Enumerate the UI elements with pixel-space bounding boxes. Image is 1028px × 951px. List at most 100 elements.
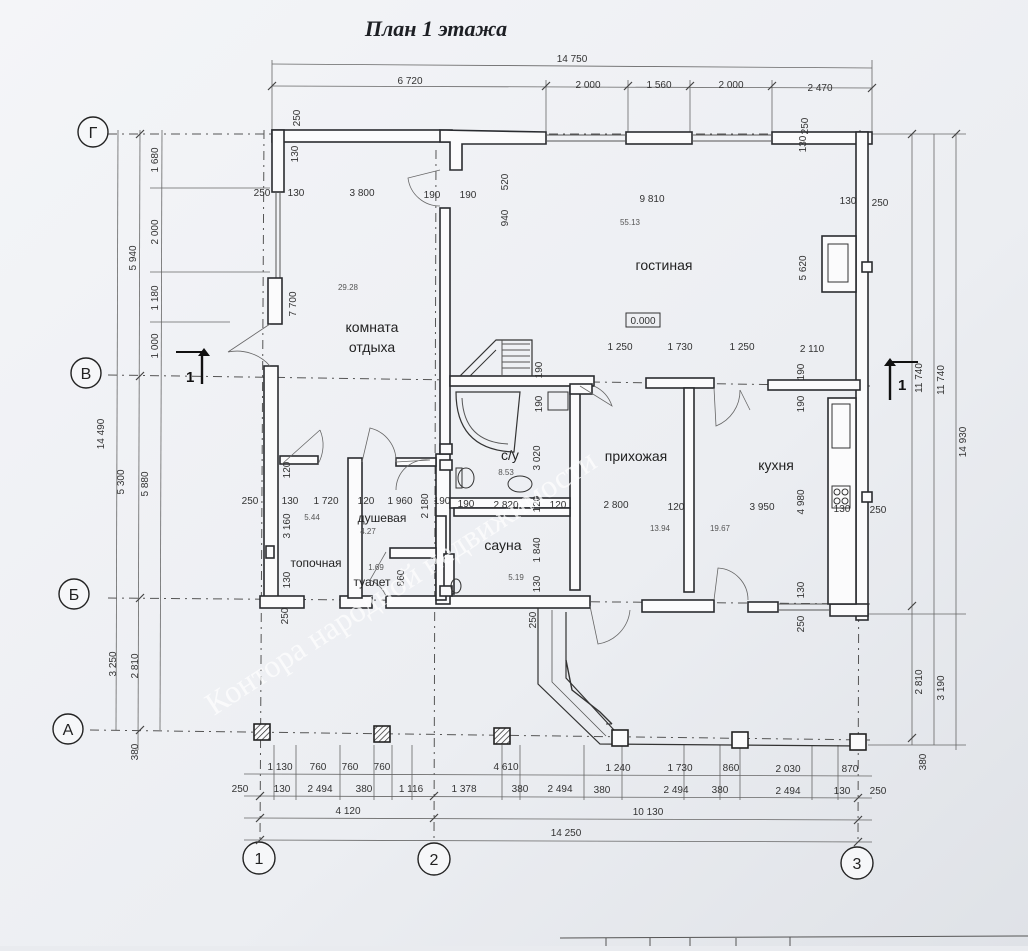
dim-int: 190 [460, 190, 477, 201]
axis-label-3: 3 [853, 856, 862, 873]
dim-left-2: 5 880 [140, 471, 151, 496]
hall-area: 13.94 [650, 524, 671, 533]
dim-int: 7 700 [288, 291, 299, 316]
dim-int: 3 160 [282, 513, 293, 538]
axis-marker-g [77, 116, 109, 148]
kitchen-name: кухня [758, 457, 794, 473]
kitchen-area: 19.67 [710, 524, 731, 533]
axis-marker-a [52, 713, 84, 745]
bath-area: 8.53 [498, 468, 514, 477]
dim-top-seg: 2 000 [575, 80, 600, 91]
axis-label-g: Г [89, 125, 98, 142]
dim-int: 190 [434, 496, 451, 507]
dim-int: 120 [282, 461, 293, 478]
dim-left-total: 14 490 [96, 418, 107, 449]
sauna-name: сауна [484, 537, 521, 553]
dim-int: 250 [292, 109, 303, 126]
dim-int: 250 [528, 611, 539, 628]
dim-bottom-2: 380 [512, 784, 529, 795]
dim-left-1: 1 680 [150, 147, 161, 172]
dim-left-1: 1 000 [150, 333, 161, 358]
dim-bottom-2: 380 [712, 785, 729, 796]
dim-int: 130 [796, 581, 807, 598]
axis-label-a: А [63, 722, 74, 739]
dim-right-1: 11 740 [914, 363, 925, 393]
dim-left-1: 2 000 [150, 219, 161, 244]
dim-int: 5 620 [798, 255, 809, 280]
dim-bottom-1: 860 [723, 763, 740, 774]
axis-marker-v [70, 357, 102, 389]
dim-int: 2 820 [493, 500, 518, 511]
section-label-right: 1 [898, 377, 906, 394]
dim-int: 130 [834, 504, 851, 515]
axis-marker-b [58, 578, 90, 610]
living-room-area: 55.13 [620, 218, 641, 227]
sauna-area: 5.19 [508, 573, 524, 582]
plan-title: План 1 этажа [364, 16, 507, 41]
dim-int: 3 950 [749, 502, 774, 513]
living-room-name: гостиная [636, 257, 693, 273]
dim-bottom-2: 2 494 [775, 786, 800, 797]
dim-left-2: 5 940 [128, 245, 139, 270]
dim-bottom-1: 2 030 [775, 764, 800, 775]
dim-int: 250 [254, 188, 271, 199]
stairs [459, 339, 533, 377]
boiler-name: топочная [291, 556, 342, 570]
axis-line-a [89, 729, 871, 741]
dim-bottom-1: 1 730 [667, 763, 692, 774]
dim-int: 9 810 [639, 194, 664, 205]
dim-bottom-1: 870 [842, 764, 859, 775]
dim-int: 1 250 [729, 342, 754, 353]
level-box [625, 312, 661, 328]
dim-int: 190 [534, 361, 545, 378]
plumbing-fixtures [450, 391, 569, 594]
dimension-lines [115, 60, 966, 847]
dim-int: 4 980 [796, 489, 807, 514]
dim-int: 2 180 [420, 493, 431, 518]
axis-label-v: В [81, 366, 92, 383]
dim-left-1: 1 180 [150, 285, 161, 310]
axis-label-b: Б [69, 587, 80, 604]
dim-int: 130 [282, 496, 299, 507]
bath-name: с/у [501, 447, 519, 463]
dim-int: 3 020 [532, 445, 543, 470]
dim-bottom-2: 130 [834, 786, 851, 797]
dim-top-total: 14 750 [557, 54, 588, 65]
dim-bottom-2: 380 [356, 784, 373, 795]
dim-int: 250 [242, 496, 259, 507]
dim-int: 250 [872, 198, 889, 209]
axis-line-1 [259, 129, 265, 841]
dim-bottom-2: 250 [232, 784, 249, 795]
dim-int: 120 [668, 502, 685, 513]
dim-right-1: 2 810 [914, 669, 925, 694]
rest-room-area: 29.28 [338, 283, 359, 292]
interior-dimensions: 130 250 250 130 3 800 190 190 520 940 9 … [242, 109, 889, 632]
top-dimensions: 14 750 6 720 2 000 1 560 2 000 2 470 [397, 54, 832, 94]
shower-name: душевая [358, 511, 407, 525]
dim-top-seg: 2 470 [807, 83, 832, 94]
dim-int: 250 [796, 615, 807, 632]
axis-line-2 [433, 149, 437, 841]
section-label-left: 1 [186, 369, 194, 386]
dim-int: 1 720 [313, 496, 338, 507]
boiler-area: 5.44 [304, 513, 320, 522]
dim-int: 130 [798, 135, 809, 152]
dim-int: 190 [796, 363, 807, 380]
dim-int: 1 250 [607, 342, 632, 353]
floor-level-mark: 0.000 [630, 316, 655, 327]
dim-int: 120 [358, 496, 375, 507]
dim-int: 250 [280, 607, 291, 624]
rest-room-name: комната [346, 319, 399, 335]
dim-bottom-1: 1 240 [605, 763, 630, 774]
dim-left-380: 380 [130, 743, 141, 760]
dim-bottom-2: 380 [594, 785, 611, 796]
dim-right-380: 380 [918, 753, 929, 770]
dim-int: 3 800 [349, 188, 374, 199]
dim-int: 120 [550, 500, 567, 511]
dim-bottom-2: 2 494 [663, 785, 688, 796]
dim-int: 1 840 [532, 537, 543, 562]
dim-bottom-1: 760 [310, 762, 327, 773]
dim-int: 860 [396, 569, 407, 586]
hall-name: прихожая [605, 448, 667, 464]
